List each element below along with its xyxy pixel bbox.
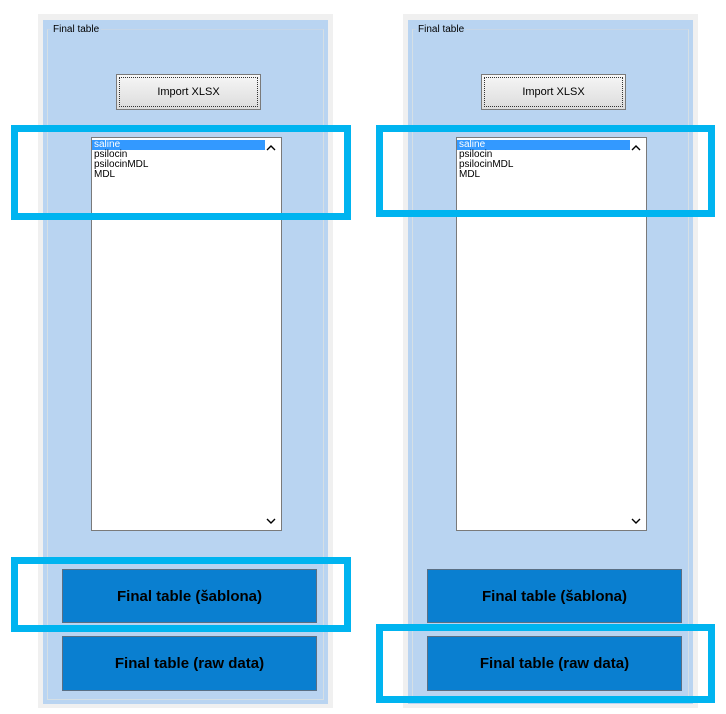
left-final-table-raw-button[interactable]: Final table (raw data) (62, 636, 317, 691)
right-list-item-0[interactable]: saline (457, 140, 630, 150)
right-final-table-raw-button[interactable]: Final table (raw data) (427, 636, 682, 691)
right-list-item-2[interactable]: psilocinMDL (459, 159, 514, 170)
chevron-down-icon[interactable] (263, 514, 279, 528)
right-list-item-1[interactable]: psilocin (459, 149, 493, 160)
left-import-xlsx-label: Import XLSX (157, 86, 220, 98)
right-final-table-raw-label: Final table (raw data) (479, 655, 630, 672)
chevron-up-icon[interactable] (263, 140, 279, 154)
left-final-table-raw-label: Final table (raw data) (114, 655, 265, 672)
right-final-table-sablona-label: Final table (šablona) (481, 587, 628, 605)
right-list-item-3[interactable]: MDL (459, 169, 481, 180)
right-import-xlsx-button[interactable]: Import XLSX (481, 74, 626, 110)
left-group-box (47, 29, 324, 700)
left-list-item-1[interactable]: psilocin (94, 149, 128, 160)
left-import-xlsx-button[interactable]: Import XLSX (116, 74, 261, 110)
left-final-table-sablona-label: Final table (šablona) (116, 587, 263, 605)
right-import-xlsx-label: Import XLSX (522, 86, 585, 98)
left-list-item-3[interactable]: MDL (94, 169, 116, 180)
left-group-title: Final table (51, 24, 102, 36)
left-final-table-sablona-button[interactable]: Final table (šablona) (62, 569, 317, 623)
right-dataset-listbox[interactable]: saline psilocin psilocinMDL MDL (456, 137, 647, 531)
left-list-item-2[interactable]: psilocinMDL (94, 159, 149, 170)
chevron-down-icon[interactable] (628, 514, 644, 528)
right-final-table-sablona-button[interactable]: Final table (šablona) (427, 569, 682, 623)
left-list-item-0[interactable]: saline (92, 140, 265, 150)
left-dataset-listbox[interactable]: saline psilocin psilocinMDL MDL (91, 137, 282, 531)
right-group-title: Final table (416, 24, 467, 36)
chevron-up-icon[interactable] (628, 140, 644, 154)
